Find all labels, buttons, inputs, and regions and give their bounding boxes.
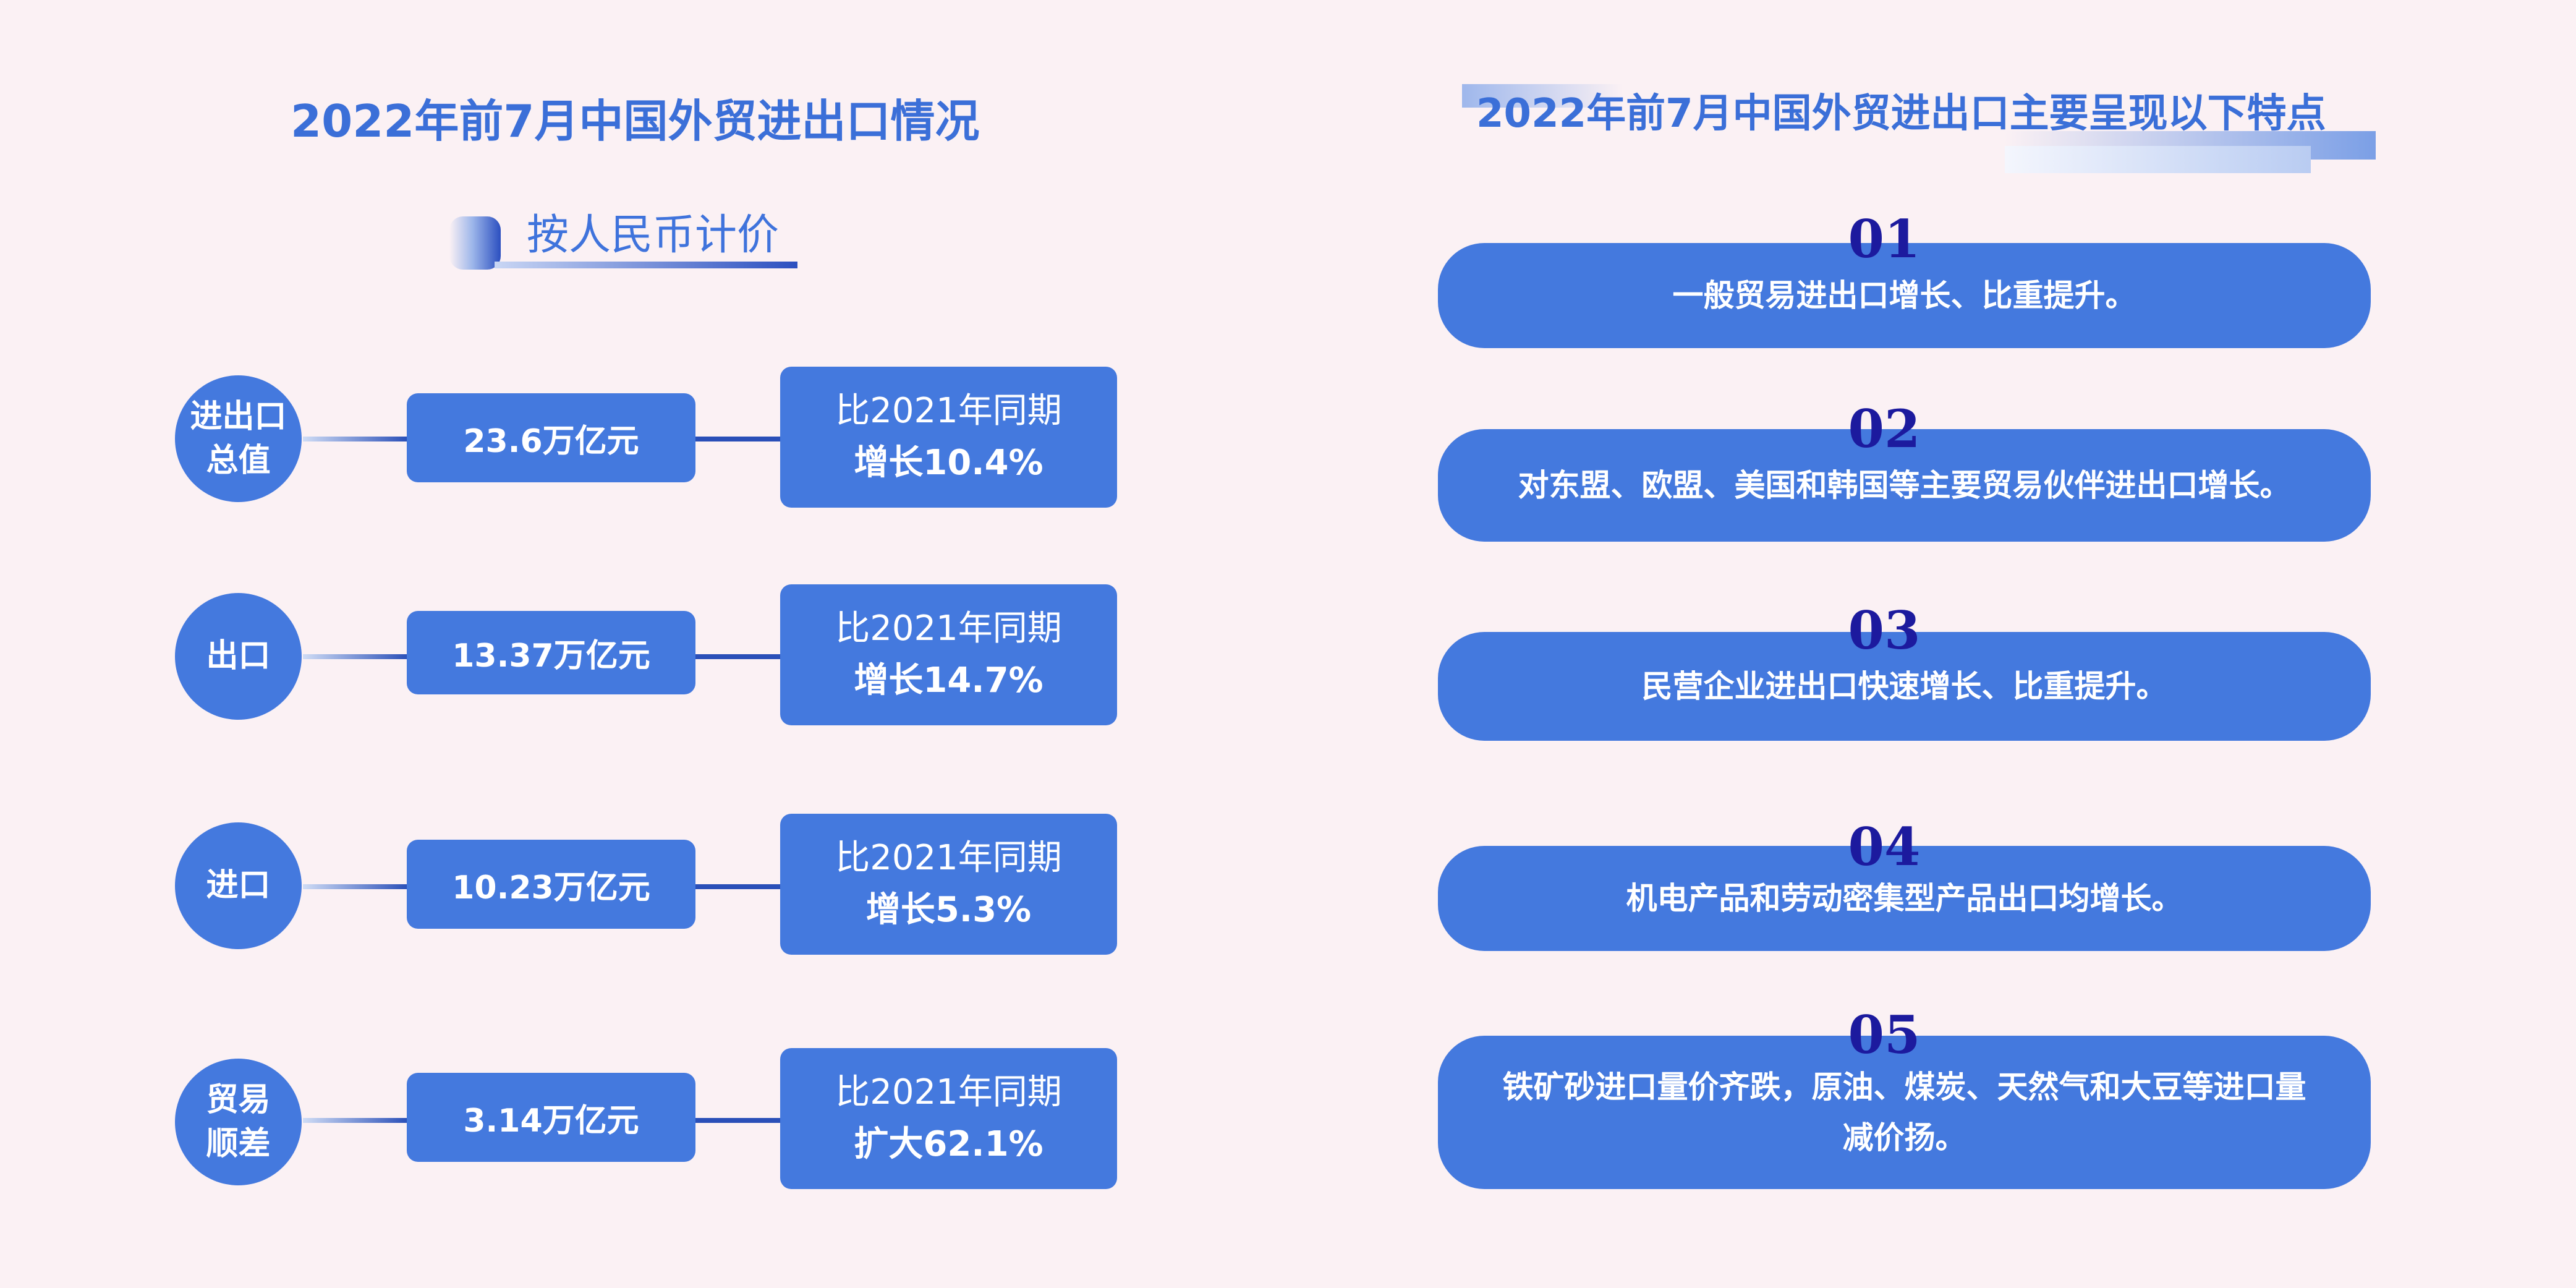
subtitle-underline bbox=[495, 262, 797, 268]
title-decoration bbox=[1462, 84, 1623, 108]
right-title: 2022年前7月中国外贸进出口主要呈现以下特点 bbox=[1476, 91, 2326, 137]
row-label-circle: 进出口 总值 bbox=[175, 375, 302, 502]
row-compare-box: 比2021年同期 增长10.4% bbox=[780, 367, 1117, 508]
compare-period: 比2021年同期 bbox=[835, 608, 1062, 649]
compare-change: 增长5.3% bbox=[865, 890, 1032, 930]
connector-line bbox=[694, 1118, 780, 1123]
feature-number: 05 bbox=[1848, 1004, 1921, 1065]
row-value-box: 13.37万亿元 bbox=[407, 611, 695, 694]
row-value-box: 3.14万亿元 bbox=[407, 1073, 695, 1162]
subtitle: 按人民币计价 bbox=[527, 211, 780, 260]
row-label-circle: 进口 bbox=[175, 822, 302, 949]
row-compare-box: 比2021年同期 增长14.7% bbox=[780, 584, 1117, 725]
connector-line bbox=[303, 1118, 408, 1123]
row-value-box: 23.6万亿元 bbox=[407, 393, 695, 482]
feature-number: 04 bbox=[1848, 816, 1921, 877]
row-label-circle: 贸易 顺差 bbox=[175, 1059, 302, 1185]
compare-period: 比2021年同期 bbox=[835, 838, 1062, 878]
compare-period: 比2021年同期 bbox=[835, 1072, 1062, 1112]
compare-change: 扩大62.1% bbox=[854, 1124, 1044, 1164]
feature-number: 01 bbox=[1848, 208, 1921, 270]
feature-item: 机电产品和劳动密集型产品出口均增长。 bbox=[1438, 846, 2371, 951]
row-compare-box: 比2021年同期 扩大62.1% bbox=[780, 1048, 1117, 1189]
left-title: 2022年前7月中国外贸进出口情况 bbox=[291, 95, 980, 147]
row-compare-box: 比2021年同期 增长5.3% bbox=[780, 814, 1117, 955]
connector-line bbox=[694, 654, 780, 659]
feature-item: 对东盟、欧盟、美国和韩国等主要贸易伙伴进出口增长。 bbox=[1438, 429, 2371, 542]
feature-item: 民营企业进出口快速增长、比重提升。 bbox=[1438, 632, 2371, 741]
row-label-circle: 出口 bbox=[175, 593, 302, 720]
row-value-box: 10.23万亿元 bbox=[407, 840, 695, 929]
compare-period: 比2021年同期 bbox=[835, 391, 1062, 431]
feature-number: 03 bbox=[1848, 600, 1921, 661]
feature-number: 02 bbox=[1848, 398, 1921, 459]
title-decoration bbox=[2005, 146, 2311, 173]
feature-item: 铁矿砂进口量价齐跌，原油、煤炭、天然气和大豆等进口量减价扬。 bbox=[1438, 1036, 2371, 1189]
subtitle-decoration bbox=[449, 216, 501, 270]
connector-line bbox=[303, 884, 408, 889]
compare-change: 增长10.4% bbox=[854, 443, 1044, 483]
connector-line bbox=[694, 884, 780, 889]
connector-line bbox=[303, 437, 408, 441]
feature-item: 一般贸易进出口增长、比重提升。 bbox=[1438, 243, 2371, 348]
connector-line bbox=[694, 437, 780, 441]
connector-line bbox=[303, 654, 408, 659]
compare-change: 增长14.7% bbox=[854, 660, 1044, 701]
